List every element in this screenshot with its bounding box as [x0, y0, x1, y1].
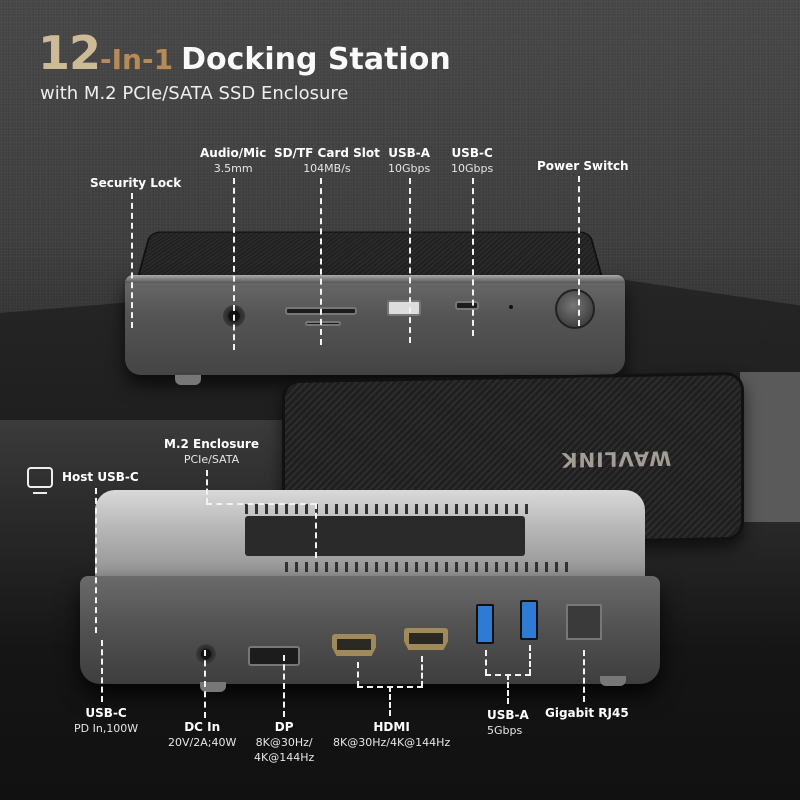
leader-line — [233, 178, 235, 350]
callout-sub: 104MB/s — [303, 162, 351, 175]
callout-title: M.2 Enclosure — [164, 437, 259, 451]
leader-line — [578, 176, 580, 326]
leader-line — [320, 178, 322, 345]
callout-sub: PD In,100W — [74, 722, 139, 735]
title-number: 12 — [38, 26, 101, 80]
dock-rear-body — [80, 576, 660, 684]
foot — [200, 682, 226, 692]
leader-line — [95, 488, 97, 633]
callout-usb-a-10g: USB-A 10Gbps — [388, 146, 430, 176]
foot — [175, 375, 201, 385]
callout-sub: 4K@144Hz — [254, 751, 315, 764]
power-button-icon — [555, 289, 595, 329]
leader-line — [389, 686, 391, 716]
callout-sub: 10Gbps — [451, 162, 494, 175]
callout-rj45: Gigabit RJ45 — [545, 706, 629, 721]
usb-a-5g-port-2 — [520, 600, 538, 640]
callout-title: Audio/Mic — [200, 146, 267, 160]
dock-front-view — [115, 215, 635, 385]
title-main: Docking Station — [181, 42, 451, 77]
leader-line — [421, 656, 423, 687]
rim — [125, 275, 625, 283]
callout-dp: DP 8K@30Hz/ 4K@144Hz — [254, 720, 314, 765]
callout-title: DP — [274, 720, 294, 734]
usb-c-10g-port — [455, 301, 479, 310]
leader-line — [283, 655, 285, 717]
leader-line — [206, 470, 208, 504]
leader-line — [529, 645, 531, 675]
callout-title: DC In — [184, 720, 221, 734]
shelf-edge — [740, 372, 800, 522]
monitor-icon — [27, 467, 53, 494]
usb-a-5g-port-1 — [476, 604, 494, 644]
title-in: -In-1 — [100, 43, 174, 76]
dc-in-port — [196, 644, 216, 664]
callout-title: USB-C — [85, 706, 127, 720]
leader-line — [206, 503, 316, 505]
callout-title: SD/TF Card Slot — [274, 146, 380, 160]
callout-sub: 3.5mm — [213, 162, 253, 175]
callout-usb-a-5g: USB-A 5Gbps — [487, 708, 529, 738]
callout-dc-in: DC In 20V/2A;40W — [168, 720, 236, 750]
vent — [245, 504, 535, 514]
callout-title: HDMI — [373, 720, 410, 734]
callout-m2-enclosure: M.2 Enclosure PCIe/SATA — [164, 437, 259, 467]
leader-line — [583, 650, 585, 702]
callout-title: Security Lock — [90, 176, 182, 190]
leader-line — [204, 650, 206, 718]
callout-title: Host USB-C — [62, 470, 139, 484]
dock-rear-view — [80, 490, 660, 692]
callout-host-usb-c: Host USB-C — [62, 470, 139, 485]
callout-security-lock: Security Lock — [90, 176, 181, 191]
callout-sub: 8K@30Hz/4K@144Hz — [333, 736, 451, 749]
leader-line — [485, 650, 487, 675]
callout-usb-c-pd: USB-C PD In,100W — [74, 706, 138, 736]
displayport-port — [248, 646, 300, 666]
tf-card-slot — [305, 321, 341, 326]
leader-line — [315, 503, 317, 558]
foot — [600, 676, 626, 686]
callout-sub: 8K@30Hz/ — [255, 736, 313, 749]
vent — [285, 562, 575, 572]
hdmi-port-1 — [332, 634, 376, 656]
dock-front-body — [125, 275, 625, 375]
rj45-port — [566, 604, 602, 640]
callout-title: Gigabit RJ45 — [545, 706, 629, 720]
callout-title: USB-A — [487, 708, 529, 722]
callout-title: USB-C — [451, 146, 493, 160]
callout-audio-mic: Audio/Mic 3.5mm — [200, 146, 266, 176]
callout-sub: 5Gbps — [487, 724, 523, 737]
callout-sub: 20V/2A;40W — [168, 736, 237, 749]
led-indicator — [509, 305, 513, 309]
leader-line — [507, 674, 509, 704]
callout-sub: 10Gbps — [388, 162, 431, 175]
callout-power-switch: Power Switch — [537, 159, 629, 174]
callout-sd-tf: SD/TF Card Slot 104MB/s — [274, 146, 380, 176]
usb-a-10g-port — [387, 300, 421, 316]
page-subtitle: with M.2 PCIe/SATA SSD Enclosure — [40, 83, 349, 104]
callout-title: USB-A — [388, 146, 431, 160]
leader-line — [357, 662, 359, 687]
callout-title: Power Switch — [537, 159, 629, 173]
leader-line — [409, 178, 411, 343]
wavlink-logo: WAVLINK — [560, 446, 671, 473]
callout-hdmi: HDMI 8K@30Hz/4K@144Hz — [333, 720, 450, 750]
callout-usb-c-10g: USB-C 10Gbps — [451, 146, 493, 176]
leader-line — [131, 193, 133, 328]
dock-top-tray — [95, 490, 645, 582]
hdmi-port-2 — [404, 628, 448, 650]
m2-slot — [245, 516, 525, 556]
leader-line — [472, 178, 474, 336]
callout-sub: PCIe/SATA — [183, 453, 240, 466]
leader-line — [101, 640, 103, 702]
